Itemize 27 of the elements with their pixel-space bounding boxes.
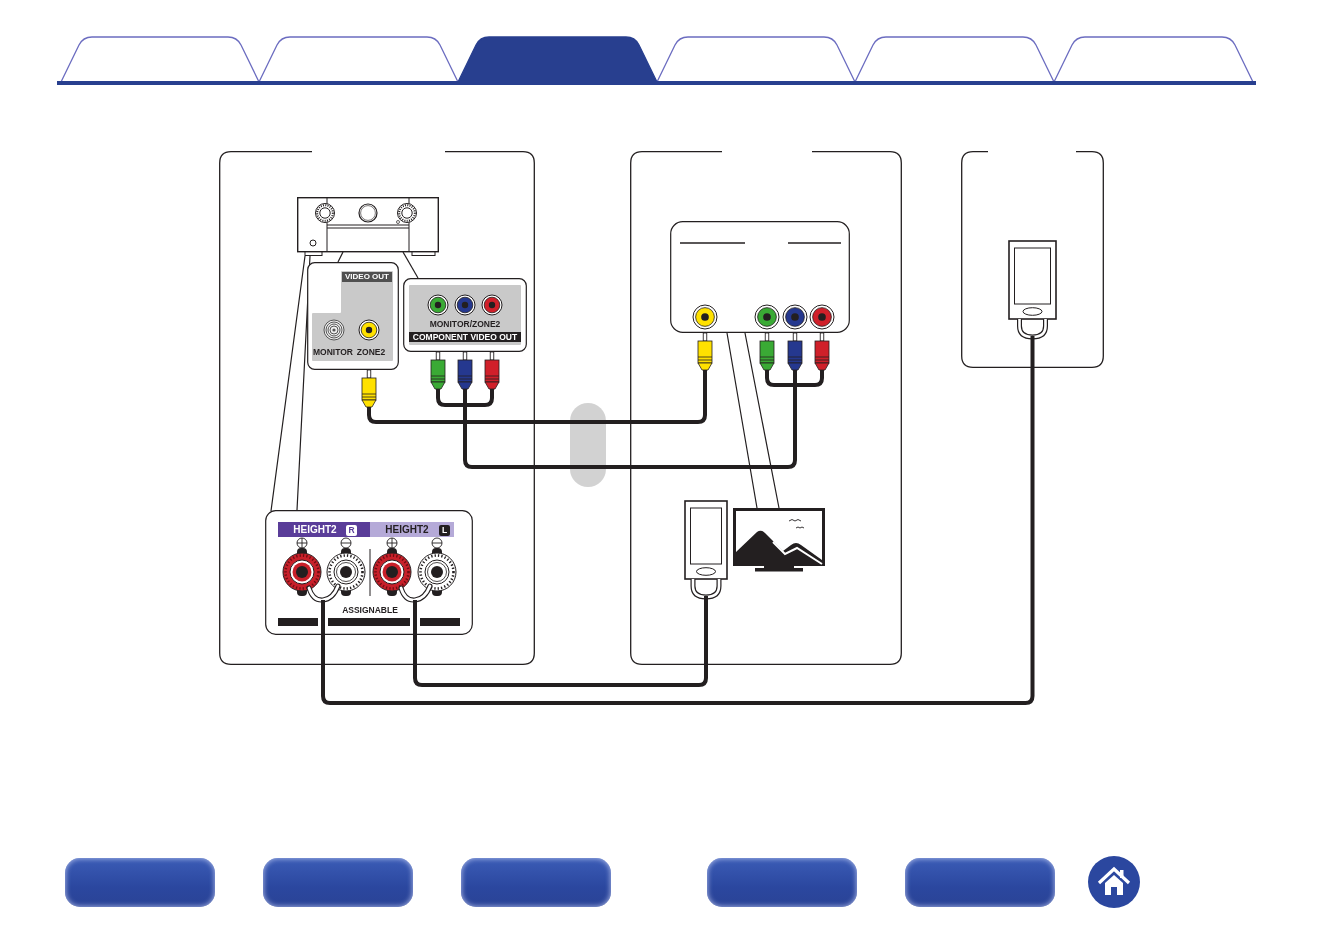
channel-label: HEIGHT2 (293, 524, 337, 535)
tv-input-callout (670, 221, 850, 333)
channel-label: HEIGHT2 (385, 524, 429, 535)
callout-line (726, 332, 780, 509)
room-panel (961, 151, 1104, 368)
speaker-terminal-callout (265, 510, 473, 635)
speaker-drawing (684, 500, 728, 599)
cable (413, 599, 708, 687)
jack-label: MONITOR/ZONE2 (429, 319, 501, 329)
room-panel (630, 151, 902, 665)
speaker-drawing (1008, 240, 1057, 342)
av-receiver-drawing (297, 197, 439, 256)
callout-line (270, 255, 311, 512)
cable (321, 342, 1035, 705)
tv-drawing (733, 508, 825, 572)
callout-line (402, 251, 419, 279)
component-video-callout (403, 278, 527, 352)
channel-tag: R (346, 524, 357, 536)
video-out-callout (307, 262, 399, 370)
room-panel (219, 151, 535, 665)
panel-label: VIDEO OUT (342, 272, 392, 282)
jack-label: ZONE2 (356, 347, 386, 357)
panel-label: COMPONENT VIDEO OUT (409, 332, 521, 342)
terminal-group-label: ASSIGNABLE (342, 605, 398, 616)
callout-line (337, 251, 344, 263)
channel-tag: L (439, 524, 450, 536)
jack-label: MONITOR (313, 347, 353, 357)
